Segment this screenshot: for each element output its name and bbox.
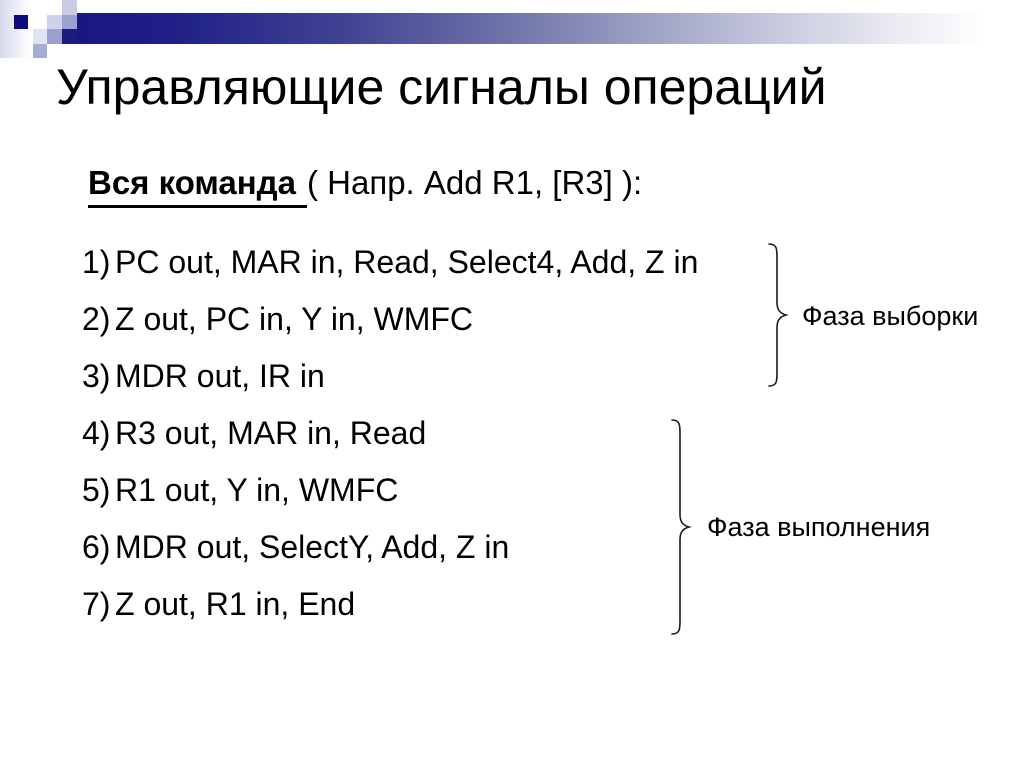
pixel-square <box>47 29 62 44</box>
item-text: R1 out, Y in, WMFC <box>115 472 399 508</box>
item-number: 7) <box>82 586 111 622</box>
pixel-square <box>62 0 77 15</box>
item-text: Z out, PC in, Y in, WMFC <box>115 301 474 337</box>
item-number: 3) <box>82 358 111 394</box>
command-heading-rest: ( Напр. Add R1, [R3] ): <box>306 164 643 201</box>
command-heading: Вся команда( Напр. Add R1, [R3] ): <box>88 164 642 208</box>
item-text: MDR out, SelectY, Add, Z in <box>115 529 510 565</box>
curly-brace-icon <box>671 419 692 635</box>
pixel-square <box>62 15 77 30</box>
list-item: 5)R1 out, Y in, WMFC <box>82 462 698 519</box>
item-number: 6) <box>82 529 111 565</box>
fetch-phase-label: Фаза выборки <box>802 301 979 331</box>
item-text: Z out, R1 in, End <box>115 586 356 622</box>
item-text: R3 out, MAR in, Read <box>115 415 427 451</box>
execute-phase-label: Фаза выполнения <box>707 512 931 542</box>
list-item: 6)MDR out, SelectY, Add, Z in <box>82 519 698 576</box>
gradient-bar <box>77 13 1024 44</box>
item-number: 1) <box>82 244 111 280</box>
pixel-square <box>33 44 47 58</box>
pixel-square <box>62 29 77 44</box>
list-item: 4)R3 out, MAR in, Read <box>82 405 698 462</box>
left-edge-gradient <box>0 0 30 58</box>
list-item: 3)MDR out, IR in <box>82 348 698 405</box>
pixel-square <box>33 29 47 44</box>
item-number: 4) <box>82 415 111 451</box>
item-number: 5) <box>82 472 111 508</box>
item-text: PC out, MAR in, Read, Select4, Add, Z in <box>115 244 699 280</box>
page-title: Управляющие сигналы операций <box>56 59 827 115</box>
pixel-square <box>14 15 28 29</box>
curly-brace-icon <box>768 243 789 387</box>
list-item: 7)Z out, R1 in, End <box>82 576 698 633</box>
item-text: MDR out, IR in <box>115 358 325 394</box>
control-signal-list: 1)PC out, MAR in, Read, Select4, Add, Z … <box>82 234 698 633</box>
list-item: 1)PC out, MAR in, Read, Select4, Add, Z … <box>82 234 698 291</box>
pixel-square <box>47 15 62 30</box>
item-number: 2) <box>82 301 111 337</box>
list-item: 2)Z out, PC in, Y in, WMFC <box>82 291 698 348</box>
command-heading-lead: Вся команда <box>88 164 307 208</box>
